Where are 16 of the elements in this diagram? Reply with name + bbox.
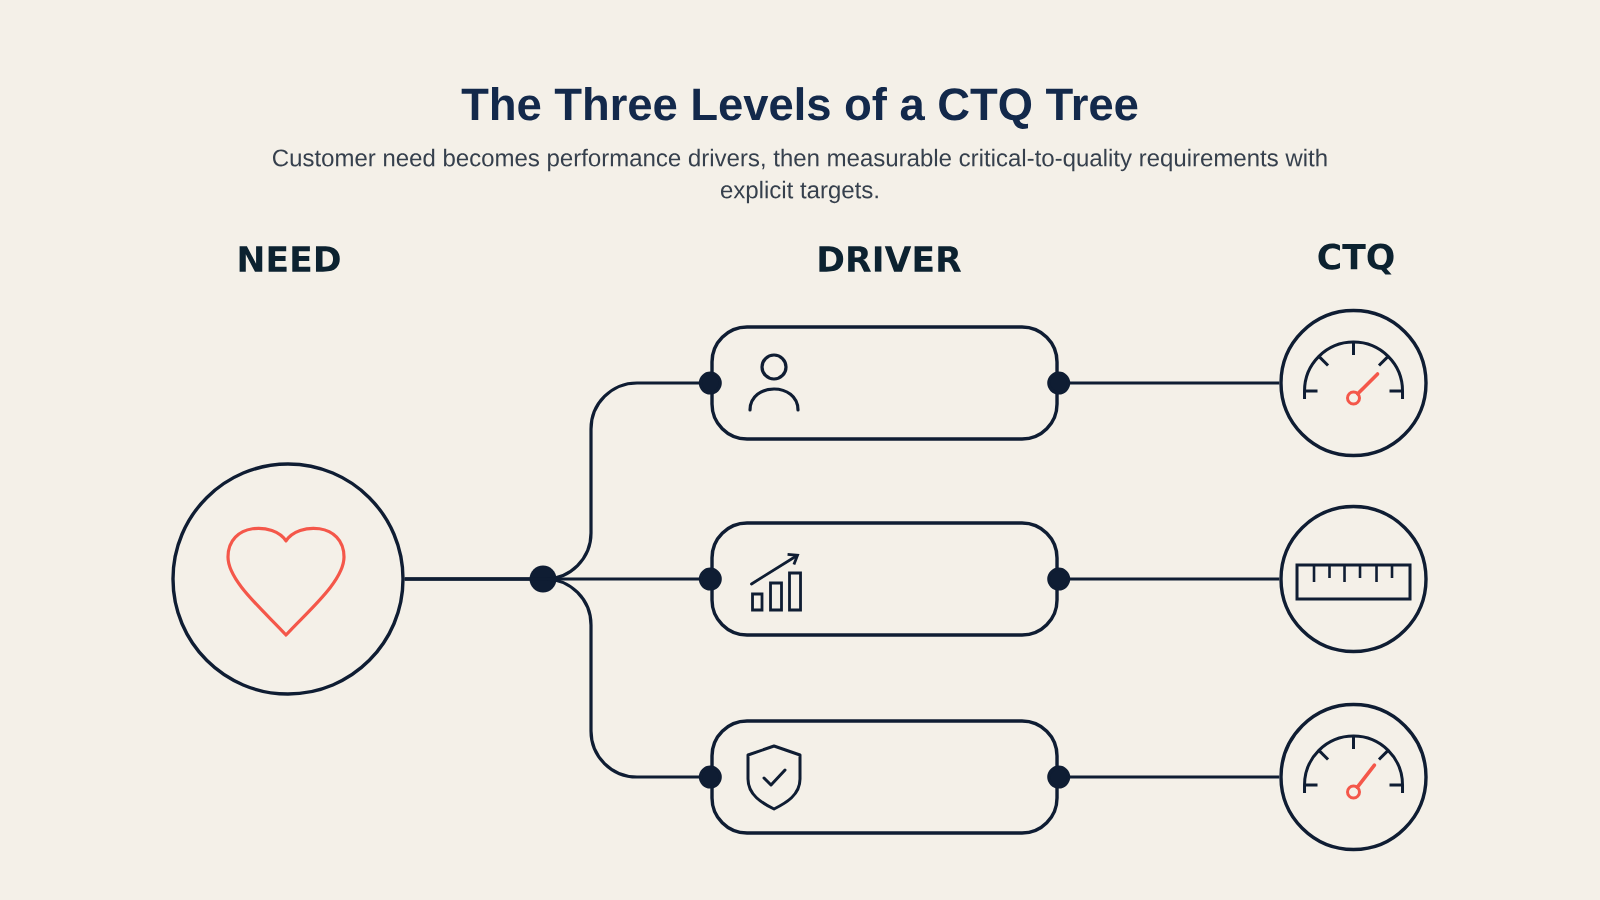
- column-heading: DRIVER: [819, 246, 962, 272]
- driver-box: [710, 521, 1059, 637]
- connector-line: [1047, 371, 1280, 395]
- connector-line: [404, 577, 722, 789]
- subtitle: Customer need becomes performance drivers, then measurable critical-to-quality requirements with explicit targets.: [273, 148, 1327, 204]
- ctq-circle: [1279, 308, 1428, 458]
- need-circle: [171, 462, 405, 696]
- driver-box: [710, 719, 1059, 835]
- ctq-circle: [1279, 504, 1428, 654]
- connector-line: [1047, 567, 1280, 591]
- connector-line: [1047, 765, 1280, 789]
- column-heading: NEED: [239, 246, 340, 272]
- title: The Three Levels of a CTQ Tree: [461, 87, 1138, 129]
- driver-box: [710, 325, 1059, 441]
- ctq-circle: [1279, 702, 1428, 852]
- column-heading: CTQ: [1318, 243, 1394, 275]
